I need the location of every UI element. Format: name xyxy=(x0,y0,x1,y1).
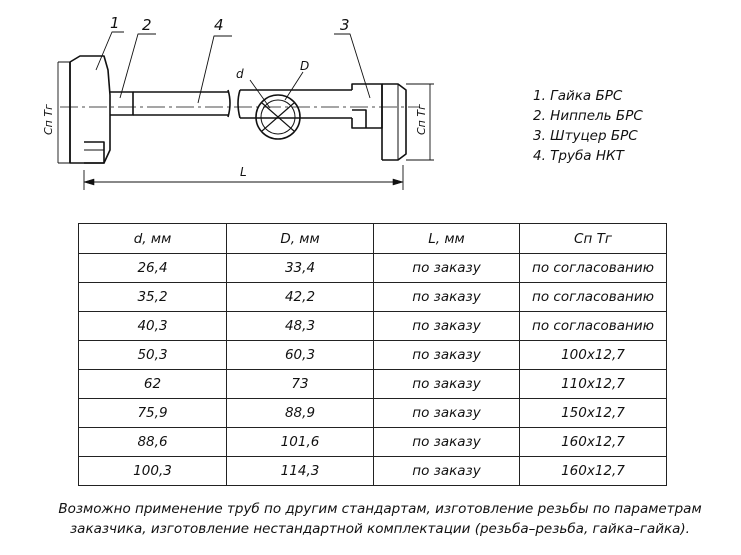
footnote-line: Возможно применение труб по другим станд… xyxy=(58,501,702,517)
fitting-thread-shape xyxy=(382,83,407,161)
header-inner-diameter: d, мм xyxy=(78,223,227,254)
cell-thread: 160х12,7 xyxy=(519,427,667,457)
table-header-row: d, мм D, мм L, мм Сп Тг xyxy=(78,223,667,254)
cell-thread: по согласованию xyxy=(519,311,667,341)
table-row: 75,9 88,9 по заказу 150х12,7 xyxy=(78,398,667,428)
tube-left-shape xyxy=(133,91,228,116)
cell-L: по заказу xyxy=(373,253,520,283)
cell-D: 42,2 xyxy=(226,282,374,312)
table-row: 88,6 101,6 по заказу 160х12,7 xyxy=(78,427,667,457)
nipple-shape xyxy=(110,91,134,116)
cell-L: по заказу xyxy=(373,282,520,312)
cell-L: по заказу xyxy=(373,398,520,428)
table-row: 50,3 60,3 по заказу 100х12,7 xyxy=(78,340,667,370)
callout-3-label: 3 xyxy=(340,16,350,34)
cell-thread: по согласованию xyxy=(519,253,667,283)
header-thread: Сп Тг xyxy=(519,223,667,254)
dim-d-label: d xyxy=(236,67,244,81)
cell-thread: по согласованию xyxy=(519,282,667,312)
cell-thread: 160х12,7 xyxy=(519,456,667,486)
spec-table: d, мм D, мм L, мм Сп Тг 26,4 33,4 по зак… xyxy=(78,223,667,486)
cell-thread: 100х12,7 xyxy=(519,340,667,370)
dim-D-label: D xyxy=(300,59,309,73)
cell-thread: 150х12,7 xyxy=(519,398,667,428)
cell-D: 60,3 xyxy=(226,340,374,370)
legend-item: 1. Гайка БРС xyxy=(533,88,623,104)
cell-d: 35,2 xyxy=(78,282,227,312)
header-length: L, мм xyxy=(373,223,520,254)
cell-D: 73 xyxy=(226,369,374,399)
union-nut-shape xyxy=(69,55,111,164)
legend-item: 2. Ниппель БРС xyxy=(533,108,643,124)
callout-4-label: 4 xyxy=(214,16,224,34)
cell-d: 88,6 xyxy=(78,427,227,457)
header-outer-diameter: D, мм xyxy=(226,223,374,254)
tube-right-shape xyxy=(240,89,352,119)
thread-left-label: Сп Тг xyxy=(42,104,55,135)
callout-1-label: 1 xyxy=(110,14,120,32)
table-row: 62 73 по заказу 110х12,7 xyxy=(78,369,667,399)
cell-L: по заказу xyxy=(373,369,520,399)
cell-d: 40,3 xyxy=(78,311,227,341)
cell-d: 50,3 xyxy=(78,340,227,370)
cell-L: по заказу xyxy=(373,427,520,457)
cell-d: 75,9 xyxy=(78,398,227,428)
table-row: 26,4 33,4 по заказу по согласованию xyxy=(78,253,667,283)
table-row: 40,3 48,3 по заказу по согласованию xyxy=(78,311,667,341)
legend-item: 3. Штуцер БРС xyxy=(533,128,638,144)
parts-legend: 1. Гайка БРС 2. Ниппель БРС 3. Штуцер БР… xyxy=(533,86,733,166)
cell-L: по заказу xyxy=(373,340,520,370)
cell-D: 48,3 xyxy=(226,311,374,341)
footnote-line: заказчика, изготовление нестандартной ко… xyxy=(70,521,690,537)
fitting-shape xyxy=(351,83,383,129)
table-row: 100,3 114,3 по заказу 160х12,7 xyxy=(78,456,667,486)
callout-2-label: 2 xyxy=(142,16,152,34)
cell-D: 114,3 xyxy=(226,456,374,486)
assembly-drawing-svg: 1 2 4 3 d D L Сп Тг Сп Тг xyxy=(42,14,434,190)
cell-d: 26,4 xyxy=(78,253,227,283)
legend-item: 4. Труба НКТ xyxy=(533,148,624,164)
table-row: 35,2 42,2 по заказу по согласованию xyxy=(78,282,667,312)
dim-L-label: L xyxy=(240,165,247,179)
cell-L: по заказу xyxy=(373,311,520,341)
cell-D: 101,6 xyxy=(226,427,374,457)
cell-thread: 110х12,7 xyxy=(519,369,667,399)
assembly-drawing: 1 2 4 3 d D L Сп Тг Сп Тг xyxy=(0,0,741,205)
cell-L: по заказу xyxy=(373,456,520,486)
cell-D: 88,9 xyxy=(226,398,374,428)
cell-D: 33,4 xyxy=(226,253,374,283)
thread-right-label: Сп Тг xyxy=(415,104,428,135)
cell-d: 62 xyxy=(78,369,227,399)
section-circle xyxy=(255,94,301,140)
cell-d: 100,3 xyxy=(78,456,227,486)
footnote: Возможно применение труб по другим станд… xyxy=(30,499,730,539)
